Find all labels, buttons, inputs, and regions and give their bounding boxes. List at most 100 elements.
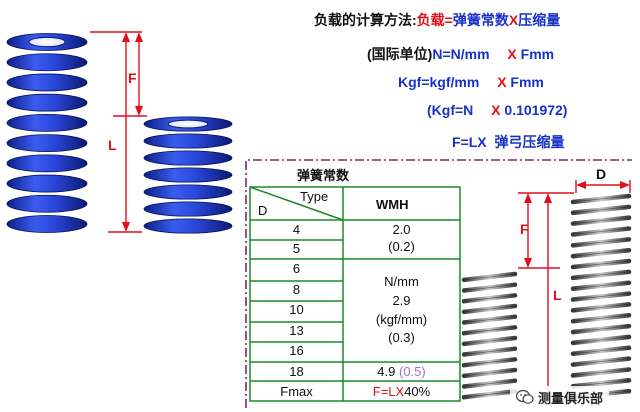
tall-wire-spring-coil-edge xyxy=(572,195,630,203)
formula-line-2: (国际单位)N=N/mm X Fmm xyxy=(367,44,554,64)
group2-unit: N/mm xyxy=(384,274,419,289)
formula-line-5: F=LX 弹弓压缩量 xyxy=(452,132,565,152)
tall-wire-spring-coil-edge xyxy=(572,217,630,224)
tall-blue-spring xyxy=(6,33,88,233)
si-unit: Fmm xyxy=(520,46,555,62)
formula-equals: = xyxy=(444,12,453,28)
d-row-4: 10 xyxy=(289,302,304,317)
tall-wire-spring-coil-edge xyxy=(572,358,630,365)
short-blue-spring-coil xyxy=(143,184,233,200)
header-d: D xyxy=(258,203,268,218)
short-blue-spring-coil xyxy=(143,150,233,166)
short-wire-spring-coil-edge xyxy=(463,327,516,334)
wechat-icon xyxy=(516,389,534,404)
short-blue-spring-coil xyxy=(143,201,233,217)
formula-title: 负载的计算方法: xyxy=(314,12,417,28)
formula-line-1: 负载的计算方法:负载=弹簧常数X压缩量 xyxy=(314,10,560,30)
d-arrow-right xyxy=(620,181,630,189)
d-row-5: 13 xyxy=(289,323,304,338)
formula-line-4: (Kgf=N X 0.101972) xyxy=(427,102,567,118)
f-arrow-up xyxy=(135,32,143,42)
formula-line-3: Kgf=kgf/mm X Fmm xyxy=(398,74,544,90)
l-arrow-down xyxy=(122,222,130,232)
right-d-label: D xyxy=(596,166,607,182)
conversion-value: 0.101972) xyxy=(504,102,568,118)
short-wire-spring-coil-edge xyxy=(463,380,516,387)
right-f-arrow-up xyxy=(524,193,532,203)
short-wire-spring-coil-edge xyxy=(463,391,516,398)
tall-wire-spring-coil-edge xyxy=(572,325,630,333)
kgf-unit: Fmm xyxy=(510,74,544,90)
tall-wire-spring-coil-edge xyxy=(572,282,630,289)
d-arrow-left xyxy=(576,181,586,189)
short-wire-spring-coil-edge xyxy=(463,273,516,281)
short-blue-spring-top-opening xyxy=(167,119,209,129)
formula-multiply: X xyxy=(508,12,519,28)
d-row-3: 8 xyxy=(292,282,301,297)
table-grid xyxy=(249,186,461,402)
tall-blue-spring-top-opening xyxy=(28,36,66,48)
fmax-percent-part: 40% xyxy=(404,384,431,399)
short-wire-spring-coil-edge xyxy=(463,284,516,291)
fmax-formula-part: F=LX xyxy=(372,384,405,399)
tall-blue-spring-coil xyxy=(6,174,88,193)
short-wire-spring xyxy=(461,271,518,400)
formula-compression: 压缩量 xyxy=(518,12,561,28)
short-wire-spring-coil-edge xyxy=(463,295,516,302)
tall-blue-spring-coil xyxy=(6,53,88,72)
right-f-label: F xyxy=(520,221,529,237)
group1-value: 2.0 xyxy=(392,222,411,237)
right-f-arrow-down xyxy=(524,258,532,268)
fmax-value: F=LX40% xyxy=(343,384,460,399)
conversion-multiply: X xyxy=(491,102,501,118)
tall-blue-spring-coil xyxy=(6,113,88,132)
left-l-label: L xyxy=(108,137,117,153)
d-row-7: 18 xyxy=(289,364,304,379)
f-formula-text: 弹弓压缩量 xyxy=(494,134,565,150)
left-f-label: F xyxy=(128,70,137,86)
tall-wire-spring-coil-edge xyxy=(572,249,630,257)
tall-blue-spring-coil xyxy=(6,93,88,112)
d-row-1: 5 xyxy=(292,241,301,256)
short-wire-spring-coil-edge xyxy=(463,359,516,366)
group1-sub: (0.2) xyxy=(388,239,415,254)
f-formula: F=LX xyxy=(452,134,487,150)
short-wire-spring-coil-edge xyxy=(463,369,516,377)
short-wire-spring-coil-edge xyxy=(463,305,516,313)
tall-wire-spring-coil-edge xyxy=(572,369,630,376)
blue-springs-illustration xyxy=(6,31,233,234)
tall-wire-spring-coil-edge xyxy=(572,336,630,344)
right-l-label: L xyxy=(553,287,562,303)
tall-blue-spring-coil xyxy=(6,194,88,213)
si-unit-label: (国际单位) xyxy=(367,46,433,62)
tall-blue-spring-coil xyxy=(6,215,88,233)
tall-wire-spring-coil-edge xyxy=(572,347,630,355)
kgf-formula: Kgf=kgf/mm xyxy=(398,74,480,90)
table-title: 弹簧常数 xyxy=(297,168,350,183)
dash-dot-frame xyxy=(245,159,632,408)
header-type: Type xyxy=(300,189,329,204)
si-multiply: X xyxy=(507,46,517,62)
tall-wire-spring-coil-edge xyxy=(572,314,630,322)
group2-value: 2.9 xyxy=(392,293,411,308)
short-blue-spring-coil xyxy=(143,218,233,234)
tall-blue-spring-coil xyxy=(6,134,88,153)
f-arrow-down xyxy=(135,106,143,116)
d-row-0: 4 xyxy=(292,222,301,237)
watermark: 测量俱乐部 xyxy=(510,386,610,408)
tall-wire-spring-coil-edge xyxy=(572,239,630,246)
si-formula: N=N/mm xyxy=(432,46,490,62)
d-row-2: 6 xyxy=(292,261,301,276)
short-blue-spring-coil xyxy=(143,133,233,149)
group3-sub: (0.5) xyxy=(398,364,426,379)
tall-wire-spring-coil-edge xyxy=(572,228,630,235)
tall-wire-spring xyxy=(570,193,632,400)
short-blue-spring xyxy=(143,116,233,234)
group2-unit-kgf: (kgf/mm) xyxy=(375,312,428,327)
tall-blue-spring-coil xyxy=(6,154,88,173)
short-wire-spring-coil-edge xyxy=(463,316,516,323)
group3-row: 4.9 (0.5) xyxy=(343,364,460,379)
tall-wire-spring-coil-edge xyxy=(572,293,630,300)
